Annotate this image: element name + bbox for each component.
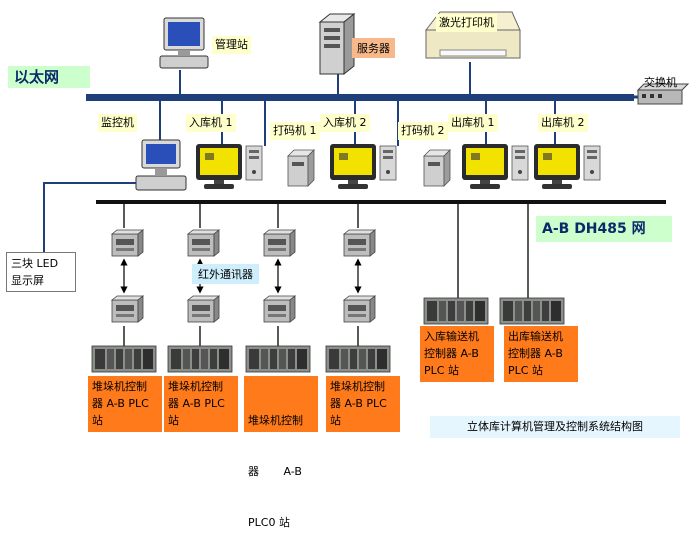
dh485-label: A-B DH485 网 xyxy=(536,216,672,242)
outbound-1-label: 出库机 1 xyxy=(448,114,498,132)
stacker-controller-2: 堆垛机控制 器 A-B PLC 站 xyxy=(164,376,238,432)
ir-communicator-label: 红外通讯器 xyxy=(192,264,259,284)
stacker-controller-3: 堆垛机控制 器 A-B PLC0 站 xyxy=(244,376,318,529)
outbound-2-label: 出库机 2 xyxy=(538,114,588,132)
switch-device xyxy=(636,83,690,105)
led-line-2: 显示屏 xyxy=(11,274,44,287)
stacker-2-line-3: 站 xyxy=(168,414,179,427)
printer-label: 激光打印机 xyxy=(436,14,497,32)
diagram-caption: 立体库计算机管理及控制系统结构图 xyxy=(430,416,680,438)
inbound-2-label: 入库机 2 xyxy=(320,114,370,132)
monitor-station-label: 监控机 xyxy=(98,114,137,132)
monitoring-computer xyxy=(135,139,187,191)
server-computer xyxy=(318,12,356,76)
stacker-1-line-3: 站 xyxy=(92,414,103,427)
management-station-computer xyxy=(159,17,209,69)
stacker-controller-1: 堆垛机控制 器 A-B PLC 站 xyxy=(88,376,162,432)
server-label: 服务器 xyxy=(352,38,395,58)
stacker-3-line-1: 堆垛机控制 xyxy=(248,414,303,427)
barcode-1-label: 打码机 1 xyxy=(270,122,320,140)
barcode-printer-2 xyxy=(423,149,451,187)
ir-box-top-3 xyxy=(263,229,296,257)
stacker-4-line-2: 器 A-B PLC xyxy=(330,397,387,410)
inbound-conveyor-controller: 入库输送机 控制器 A-B PLC 站 xyxy=(420,326,494,382)
inbound-conveyor-line-2: 控制器 A-B xyxy=(424,347,479,360)
ir-box-top-2 xyxy=(187,229,220,257)
stacker-plc-rack-1 xyxy=(91,345,157,373)
outbound-conveyor-line-1: 出库输送机 xyxy=(508,330,563,343)
stacker-2-line-2: 器 A-B PLC xyxy=(168,397,225,410)
stacker-1-line-2: 器 A-B PLC xyxy=(92,397,149,410)
inbound-1-label: 入库机 1 xyxy=(186,114,236,132)
stacker-3-line-2: 器 A-B xyxy=(248,465,302,478)
outbound-conveyor-line-2: 控制器 A-B xyxy=(508,347,563,360)
inbound-1-monitor xyxy=(196,144,242,189)
ir-box-top-4 xyxy=(343,229,376,257)
outbound-conveyor-line-3: PLC 站 xyxy=(508,364,543,377)
mgmt-station-label: 管理站 xyxy=(212,36,251,54)
stacker-2-line-1: 堆垛机控制 xyxy=(168,380,223,393)
ir-box-bottom-3 xyxy=(263,295,296,323)
stacker-3-line-3: PLC0 站 xyxy=(248,516,290,529)
ethernet-bus xyxy=(86,94,634,101)
outbound-1-tower xyxy=(511,145,529,181)
ir-box-bottom-2 xyxy=(187,295,220,323)
ir-box-bottom-1 xyxy=(111,295,144,323)
inbound-conveyor-line-1: 入库输送机 xyxy=(424,330,479,343)
dh485-bus xyxy=(96,200,666,204)
outbound-2-tower xyxy=(583,145,601,181)
barcode-2-label: 打码机 2 xyxy=(398,122,448,140)
stacker-controller-4: 堆垛机控制 器 A-B PLC 站 xyxy=(326,376,400,432)
ir-box-bottom-4 xyxy=(343,295,376,323)
stacker-plc-rack-4 xyxy=(325,345,391,373)
inbound-2-monitor xyxy=(330,144,376,189)
diagram-canvas xyxy=(43,11,690,373)
outbound-conveyor-plc-rack xyxy=(499,297,565,325)
stacker-4-line-1: 堆垛机控制 xyxy=(330,380,385,393)
switch-label: 交换机 xyxy=(644,76,677,89)
inbound-conveyor-plc-rack xyxy=(423,297,489,325)
inbound-2-tower xyxy=(379,145,397,181)
barcode-printer-1 xyxy=(287,149,315,187)
ir-box-top-1 xyxy=(111,229,144,257)
inbound-conveyor-line-3: PLC 站 xyxy=(424,364,459,377)
stacker-1-line-1: 堆垛机控制 xyxy=(92,380,147,393)
stacker-plc-rack-3 xyxy=(245,345,311,373)
outbound-2-monitor xyxy=(534,144,580,189)
outbound-conveyor-controller: 出库输送机 控制器 A-B PLC 站 xyxy=(504,326,578,382)
inbound-1-tower xyxy=(245,145,263,181)
led-line-1: 三块 LED xyxy=(11,257,59,270)
outbound-1-monitor xyxy=(462,144,508,189)
stacker-plc-rack-2 xyxy=(167,345,233,373)
ethernet-label: 以太网 xyxy=(8,66,90,88)
led-display-label: 三块 LED 显示屏 xyxy=(6,252,76,292)
stacker-4-line-3: 站 xyxy=(330,414,341,427)
